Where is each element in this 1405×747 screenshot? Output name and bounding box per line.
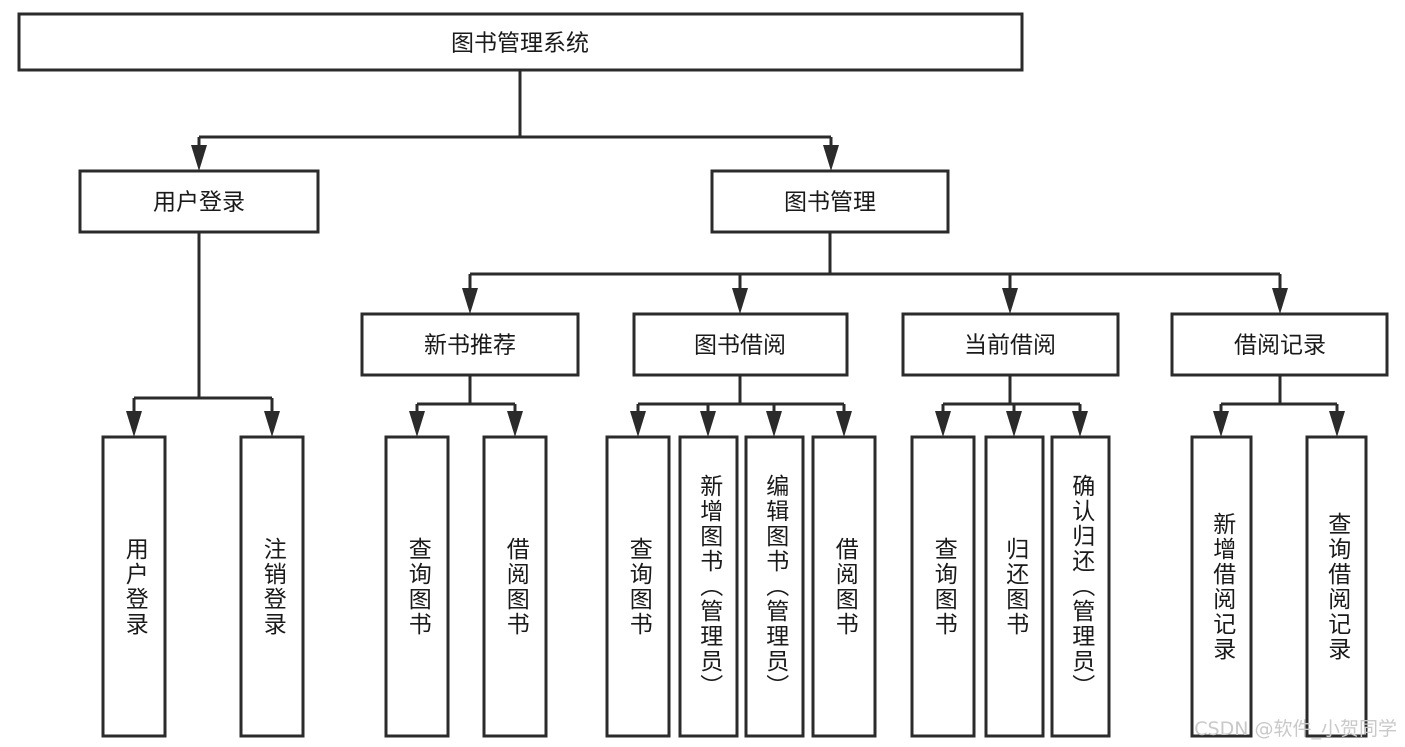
leaf-boxes-layer [101,435,1368,738]
connector-bookmgmt-to-level3 [468,232,1282,300]
leaf-user-login-box[interactable] [101,435,167,738]
node-user-login-box[interactable] [78,169,320,234]
arrow-to-leaf-logout [264,411,280,437]
node-user-login-label: 用户登录 [153,190,245,216]
node-user-login[interactable]: 用户登录 [78,169,320,234]
arrow-to-borrow-records [1272,288,1288,314]
node-root-box[interactable] [17,12,1024,72]
arrow-to-leaf-user-login [126,411,142,437]
leaf-query-book-current-box[interactable] [910,435,976,738]
node-borrow-records[interactable]: 借阅记录 [1170,312,1389,377]
leaf-borrow-book-borrow-box[interactable] [811,435,877,738]
node-borrow-records-label: 借阅记录 [1234,333,1326,359]
node-current-borrow-label: 当前借阅 [964,333,1056,359]
leaf-query-book-borrow-box[interactable] [605,435,671,738]
arrow-to-current-borrow [1002,288,1018,314]
csdn-watermark: CSDN @软件_小贺同学 [1194,718,1397,740]
leaf-confirm-return-admin-box[interactable] [1050,435,1111,738]
arrow-to-new-book-recommend [462,288,478,314]
arrow-to-leaf-query-book-borrow [630,411,646,437]
leaf-query-book-recommend-box[interactable] [384,435,450,738]
node-new-book-recommend-label: 新书推荐 [424,333,516,359]
arrow-to-leaf-return-book [1006,411,1022,437]
connector-bookborrow-to-leaves [636,375,846,424]
arrow-to-leaf-add-borrow-record [1213,411,1229,437]
arrow-to-user-login [191,145,207,171]
arrow-to-leaf-confirm-return-admin [1072,411,1088,437]
node-book-management[interactable]: 图书管理 [710,169,950,234]
node-new-book-recommend-box[interactable] [360,312,580,377]
connector-root-to-level2 [197,70,833,158]
node-book-management-label: 图书管理 [784,190,876,216]
arrow-to-book-borrow [732,288,748,314]
arrow-to-leaf-edit-book-admin [766,411,782,437]
arrow-to-leaf-query-book-recommend [409,411,425,437]
connector-recommend-to-leaves [415,375,517,424]
node-current-borrow[interactable]: 当前借阅 [901,312,1120,377]
connectors-layer [126,70,1345,437]
node-new-book-recommend[interactable]: 新书推荐 [360,312,580,377]
node-borrow-records-box[interactable] [1170,312,1389,377]
leaf-query-borrow-record-box[interactable] [1305,435,1368,738]
arrow-to-book-management [823,145,839,171]
node-book-management-box[interactable] [710,169,950,234]
leaf-logout-box[interactable] [239,435,305,738]
leaf-add-borrow-record-box[interactable] [1190,435,1253,738]
leaf-edit-book-admin-box[interactable] [744,435,805,738]
arrow-to-leaf-borrow-book-recommend [507,411,523,437]
node-root-label: 图书管理系统 [451,31,589,57]
connector-borrowrecords-to-leaves [1219,375,1339,424]
arrow-to-leaf-add-book-admin [700,411,716,437]
node-root[interactable]: 图书管理系统 [17,12,1024,72]
node-book-borrow-label: 图书借阅 [694,333,786,359]
node-current-borrow-box[interactable] [901,312,1120,377]
connector-userlogin-to-leaves [132,232,274,424]
leaf-borrow-book-recommend-box[interactable] [482,435,548,738]
arrow-to-leaf-borrow-book-borrow [836,411,852,437]
leaf-add-book-admin-box[interactable] [678,435,739,738]
leaf-return-book-box[interactable] [984,435,1045,738]
node-book-borrow-box[interactable] [632,312,849,377]
arrow-to-leaf-query-borrow-record [1329,411,1345,437]
arrow-to-leaf-query-book-current [935,411,951,437]
node-book-borrow[interactable]: 图书借阅 [632,312,849,377]
